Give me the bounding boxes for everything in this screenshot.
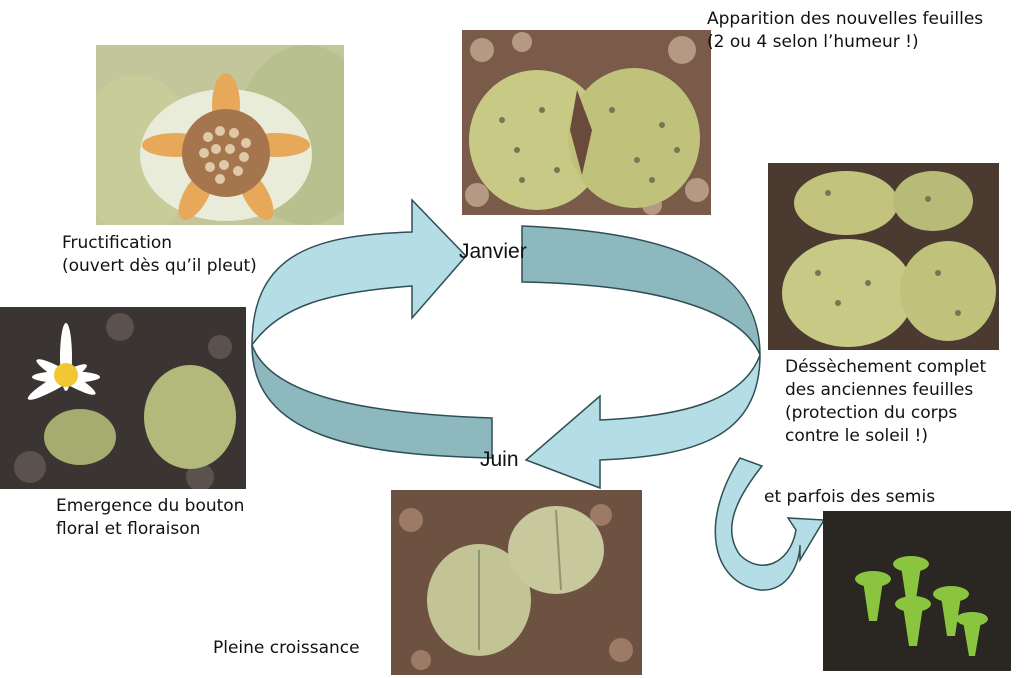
- arrow-to-juin: [524, 354, 761, 490]
- label-dessechement: Déssèchement complet des anciennes feuil…: [785, 357, 987, 446]
- label-emergence: Emergence du bouton floral et floraison: [56, 496, 245, 539]
- label-apparition: Apparition des nouvelles feuilles (2 ou …: [707, 9, 984, 52]
- photo-apparition: [462, 30, 711, 215]
- photo-emergence: [0, 307, 246, 489]
- label-croissance: Pleine croissance: [213, 638, 360, 658]
- arrow-to-semis: [714, 457, 826, 591]
- arrow-juin-to-left: [251, 344, 493, 459]
- month-janvier: Janvier: [459, 240, 527, 263]
- month-juin: Juin: [480, 448, 519, 471]
- photo-croissance: [391, 490, 642, 675]
- photo-dessechement: [768, 163, 999, 350]
- arrow-to-janvier: [251, 198, 468, 348]
- photo-fructification: [96, 45, 344, 225]
- label-fructification: Fructification (ouvert dès qu’il pleut): [62, 233, 257, 276]
- label-semis: et parfois des semis: [764, 487, 936, 507]
- arrow-janvier-to-right: [521, 225, 761, 356]
- photo-semis: [823, 511, 1011, 671]
